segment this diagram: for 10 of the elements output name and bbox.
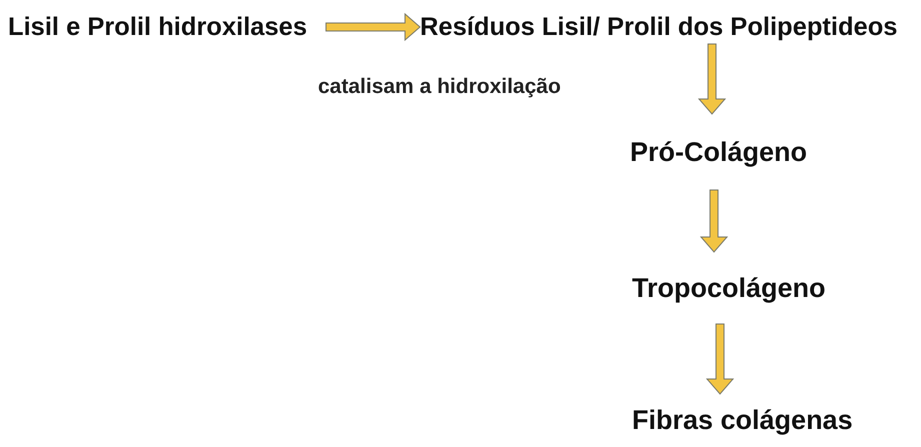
step-label: Fibras colágenas <box>632 404 853 436</box>
annotation-text: catalisam a hidroxilação <box>318 75 561 99</box>
step-label: Resíduos Lisil/ Prolil dos Polipeptideos <box>420 12 898 42</box>
block-arrow <box>706 324 734 395</box>
step-label: Lisil e Prolil hidroxilases <box>8 12 308 42</box>
step-label: Pró-Colágeno <box>630 136 808 168</box>
step-label: Tropocolágeno <box>632 272 826 304</box>
block-arrow <box>698 44 726 115</box>
block-arrow <box>326 12 421 42</box>
block-arrow <box>700 190 728 253</box>
